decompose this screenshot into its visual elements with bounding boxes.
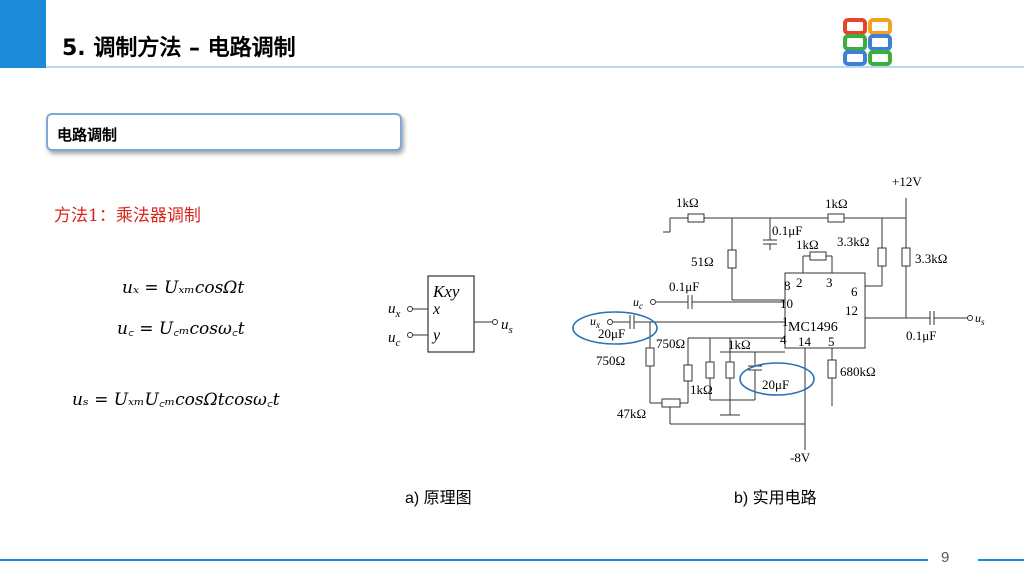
- pin-2: 2: [796, 275, 803, 290]
- part-1k-a: 1kΩ: [676, 195, 699, 210]
- method-label: 方法1：乘法器调制: [54, 206, 201, 226]
- part-1k-c: 1kΩ: [796, 237, 819, 252]
- part-1k-d: 1kΩ: [728, 337, 751, 352]
- chip-label: MC1496: [788, 320, 838, 335]
- part-01uf-b: 0.1μF: [669, 279, 699, 294]
- multiplier-x: x: [432, 301, 440, 318]
- pin-4: 4: [780, 332, 787, 347]
- pin-12: 12: [845, 303, 858, 318]
- part-750-b: 750Ω: [596, 353, 625, 368]
- footer-rule-right: [978, 559, 1024, 561]
- part-33k-b: 3.3kΩ: [915, 251, 947, 266]
- multiplier-ux-label: ux: [388, 301, 401, 320]
- equation-us: uₛ = UₓₘU꜀ₘcosΩtcosω꜀t: [72, 390, 280, 410]
- highlight-ellipse-ux: [572, 311, 658, 345]
- part-680k: 680kΩ: [840, 364, 876, 379]
- multiplier-uc-label: uc: [388, 330, 401, 349]
- equation-ux: uₓ = UₓₘcosΩt: [122, 278, 245, 298]
- multiplier-gain: Kxy: [432, 282, 460, 301]
- circuit-diagram: +12V -8V MC1496 8 2 3 6 10 12 1 4 14 5 1…: [572, 174, 985, 465]
- page-number: 9: [941, 549, 950, 566]
- part-1k-b: 1kΩ: [825, 196, 848, 211]
- pin-8: 8: [784, 278, 791, 293]
- multiplier-y: y: [431, 327, 441, 344]
- input-ux: ux: [590, 314, 600, 330]
- supply-pos: +12V: [892, 174, 922, 189]
- output-us: us: [975, 311, 985, 327]
- header-rule: [46, 66, 1024, 68]
- pin-6: 6: [851, 284, 858, 299]
- equation-uc: u꜀ = U꜀ₘcosω꜀t: [117, 319, 245, 339]
- header-bar: 5. 调制方法 – 电路调制: [0, 0, 1024, 68]
- caption-a: a) 原理图: [405, 490, 472, 507]
- part-47k: 47kΩ: [617, 406, 646, 421]
- multiplier-us-label: us: [501, 317, 513, 336]
- part-20uf-b: 20μF: [762, 377, 789, 392]
- footer-rule-left: [0, 559, 928, 561]
- part-01uf-c: 0.1μF: [906, 328, 936, 343]
- pin-14: 14: [798, 334, 812, 349]
- supply-neg: -8V: [790, 450, 811, 465]
- part-01uf-a: 0.1μF: [772, 223, 802, 238]
- part-20uf-a: 20μF: [598, 326, 625, 341]
- section-heading: 电路调制: [57, 126, 118, 144]
- pin-10: 10: [780, 296, 793, 311]
- part-33k-a: 3.3kΩ: [837, 234, 869, 249]
- pin-1: 1: [782, 314, 789, 329]
- part-750-a: 750Ω: [656, 336, 685, 351]
- page-title: 5. 调制方法 – 电路调制: [62, 36, 296, 61]
- section-heading-box: 电路调制: [46, 113, 402, 151]
- input-uc: uc: [633, 295, 643, 311]
- multiplier-diagram: Kxy x y ux uc us: [388, 275, 513, 353]
- pin-3: 3: [826, 275, 833, 290]
- part-1k-e: 1kΩ: [690, 382, 713, 397]
- pin-5: 5: [828, 334, 835, 349]
- multiplier-box: [427, 275, 475, 353]
- part-51: 51Ω: [691, 254, 714, 269]
- highlight-ellipse-20uf: [739, 362, 815, 396]
- caption-b: b) 实用电路: [734, 490, 817, 507]
- logo-icon: [843, 18, 892, 66]
- header-accent: [0, 0, 46, 68]
